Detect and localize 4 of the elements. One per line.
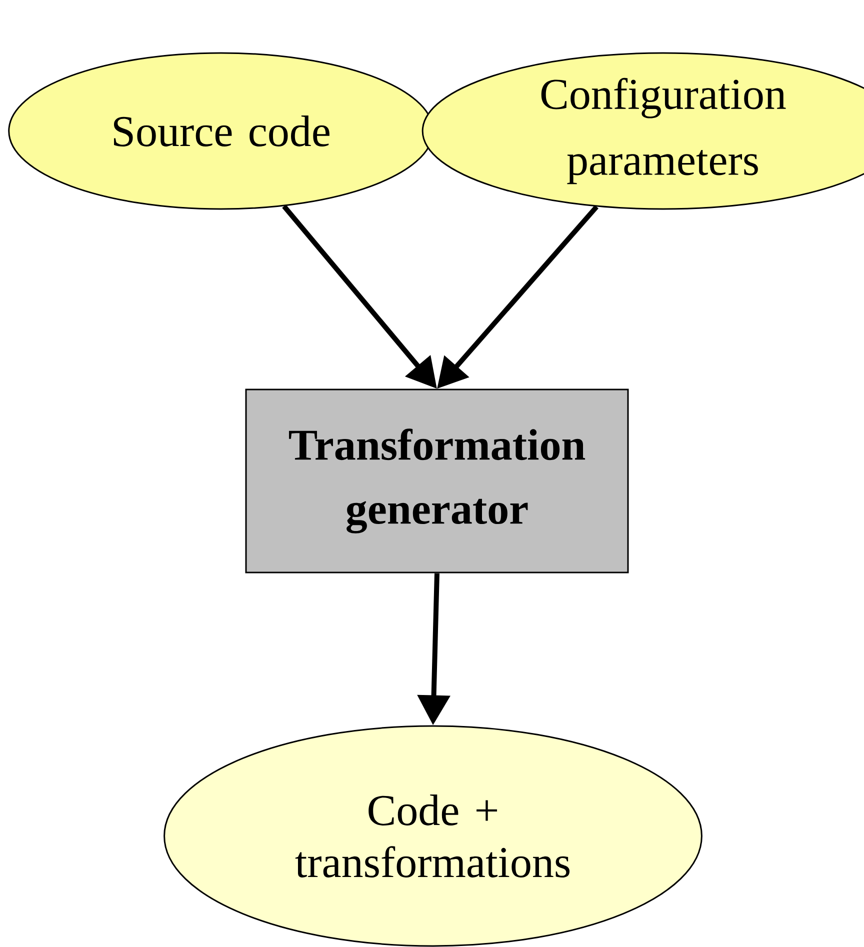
- ellipse-node: Configuration parameters: [422, 52, 864, 210]
- ellipse-node: Source code: [8, 52, 434, 210]
- process-box: Transformation generator: [245, 388, 629, 574]
- ellipse-node: Code + transformations: [164, 725, 702, 947]
